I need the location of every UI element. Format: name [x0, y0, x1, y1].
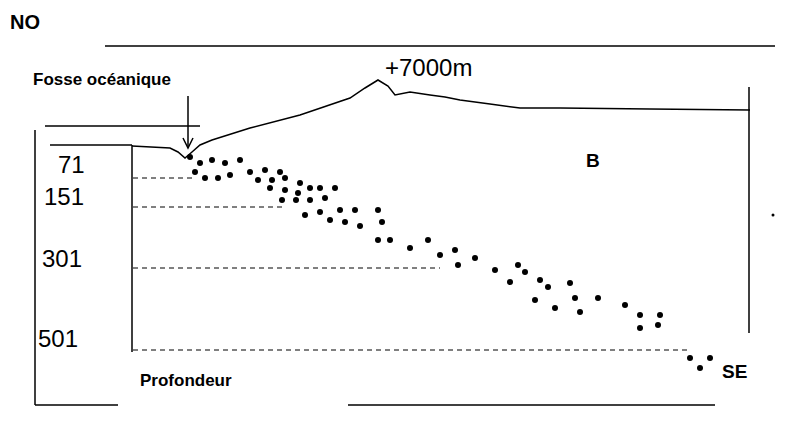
focus-dot — [455, 262, 461, 268]
depth-dash — [133, 178, 195, 179]
depth-dash — [133, 268, 440, 269]
focus-dot — [452, 247, 458, 253]
altitude-label: +7000m — [385, 56, 472, 80]
feature-label: Fosse océanique — [33, 71, 171, 88]
focus-dot — [595, 295, 601, 301]
depth-dash — [133, 207, 285, 208]
focus-dot — [282, 175, 288, 181]
frame-line — [105, 45, 775, 47]
focus-dot — [267, 185, 273, 191]
focus-dot — [532, 297, 538, 303]
earthquake-foci — [187, 154, 775, 371]
focus-dot — [472, 255, 478, 261]
sea-level-line — [45, 125, 200, 127]
focus-dot — [352, 207, 358, 213]
focus-dot — [379, 219, 385, 225]
direction-label: NO — [10, 12, 40, 32]
focus-dot — [209, 157, 215, 163]
focus-dot — [697, 365, 703, 371]
axis-title: Profondeur — [140, 372, 232, 389]
focus-dot — [537, 277, 543, 283]
zone-label: B — [586, 151, 600, 170]
focus-dot — [545, 284, 551, 290]
focus-dot — [277, 169, 283, 175]
depth-axis — [50, 144, 132, 146]
focus-dot — [637, 325, 643, 331]
topography-profile — [132, 80, 750, 158]
trench-arrowhead — [183, 138, 193, 148]
focus-dot — [425, 237, 431, 243]
focus-dot — [337, 207, 343, 213]
focus-dot — [687, 355, 693, 361]
depth-value: 71 — [58, 153, 85, 177]
focus-dot — [515, 262, 521, 268]
focus-dot — [657, 312, 663, 318]
focus-dot — [375, 207, 381, 213]
focus-dot — [227, 172, 233, 178]
focus-dot — [262, 167, 268, 173]
focus-dot — [295, 190, 301, 196]
focus-dot — [655, 322, 661, 328]
focus-dot — [187, 154, 193, 160]
focus-dot — [375, 237, 381, 243]
trench-arrow — [187, 96, 189, 146]
focus-dot — [322, 195, 328, 201]
focus-dot — [247, 169, 253, 175]
depth-axis — [131, 145, 133, 352]
focus-dot — [317, 185, 323, 191]
focus-dot — [202, 175, 208, 181]
direction-label: SE — [722, 362, 747, 381]
focus-dot — [297, 180, 303, 186]
focus-dot — [387, 237, 393, 243]
focus-dot — [622, 302, 628, 308]
focus-dot — [492, 267, 498, 273]
frame-line — [34, 130, 36, 405]
frame-line — [748, 87, 750, 333]
frame-line — [348, 404, 715, 406]
depth-value: 301 — [42, 247, 82, 271]
focus-dot — [307, 185, 313, 191]
focus-dot — [522, 269, 528, 275]
focus-dot — [293, 197, 299, 203]
focus-dot — [772, 214, 775, 217]
focus-dot — [327, 217, 333, 223]
depth-dash — [133, 350, 690, 351]
focus-dot — [317, 209, 323, 215]
focus-dot — [255, 177, 261, 183]
focus-dot — [192, 169, 198, 175]
focus-dot — [637, 312, 643, 318]
focus-dot — [707, 355, 713, 361]
focus-dot — [572, 295, 578, 301]
focus-dot — [407, 245, 413, 251]
focus-dot — [222, 160, 228, 166]
focus-dot — [269, 177, 275, 183]
focus-dot — [237, 157, 243, 163]
depth-value: 151 — [44, 185, 84, 209]
focus-dot — [215, 175, 221, 181]
focus-dot — [507, 279, 513, 285]
focus-dot — [567, 280, 573, 286]
focus-dot — [279, 197, 285, 203]
frame-line — [35, 404, 118, 406]
focus-dot — [357, 223, 363, 229]
focus-dot — [197, 160, 203, 166]
focus-dot — [307, 197, 313, 203]
focus-dot — [282, 187, 288, 193]
focus-dot — [552, 305, 558, 311]
focus-dot — [302, 212, 308, 218]
depth-value: 501 — [38, 327, 78, 351]
focus-dot — [577, 309, 583, 315]
focus-dot — [437, 252, 443, 258]
focus-dot — [332, 185, 338, 191]
focus-dot — [342, 219, 348, 225]
